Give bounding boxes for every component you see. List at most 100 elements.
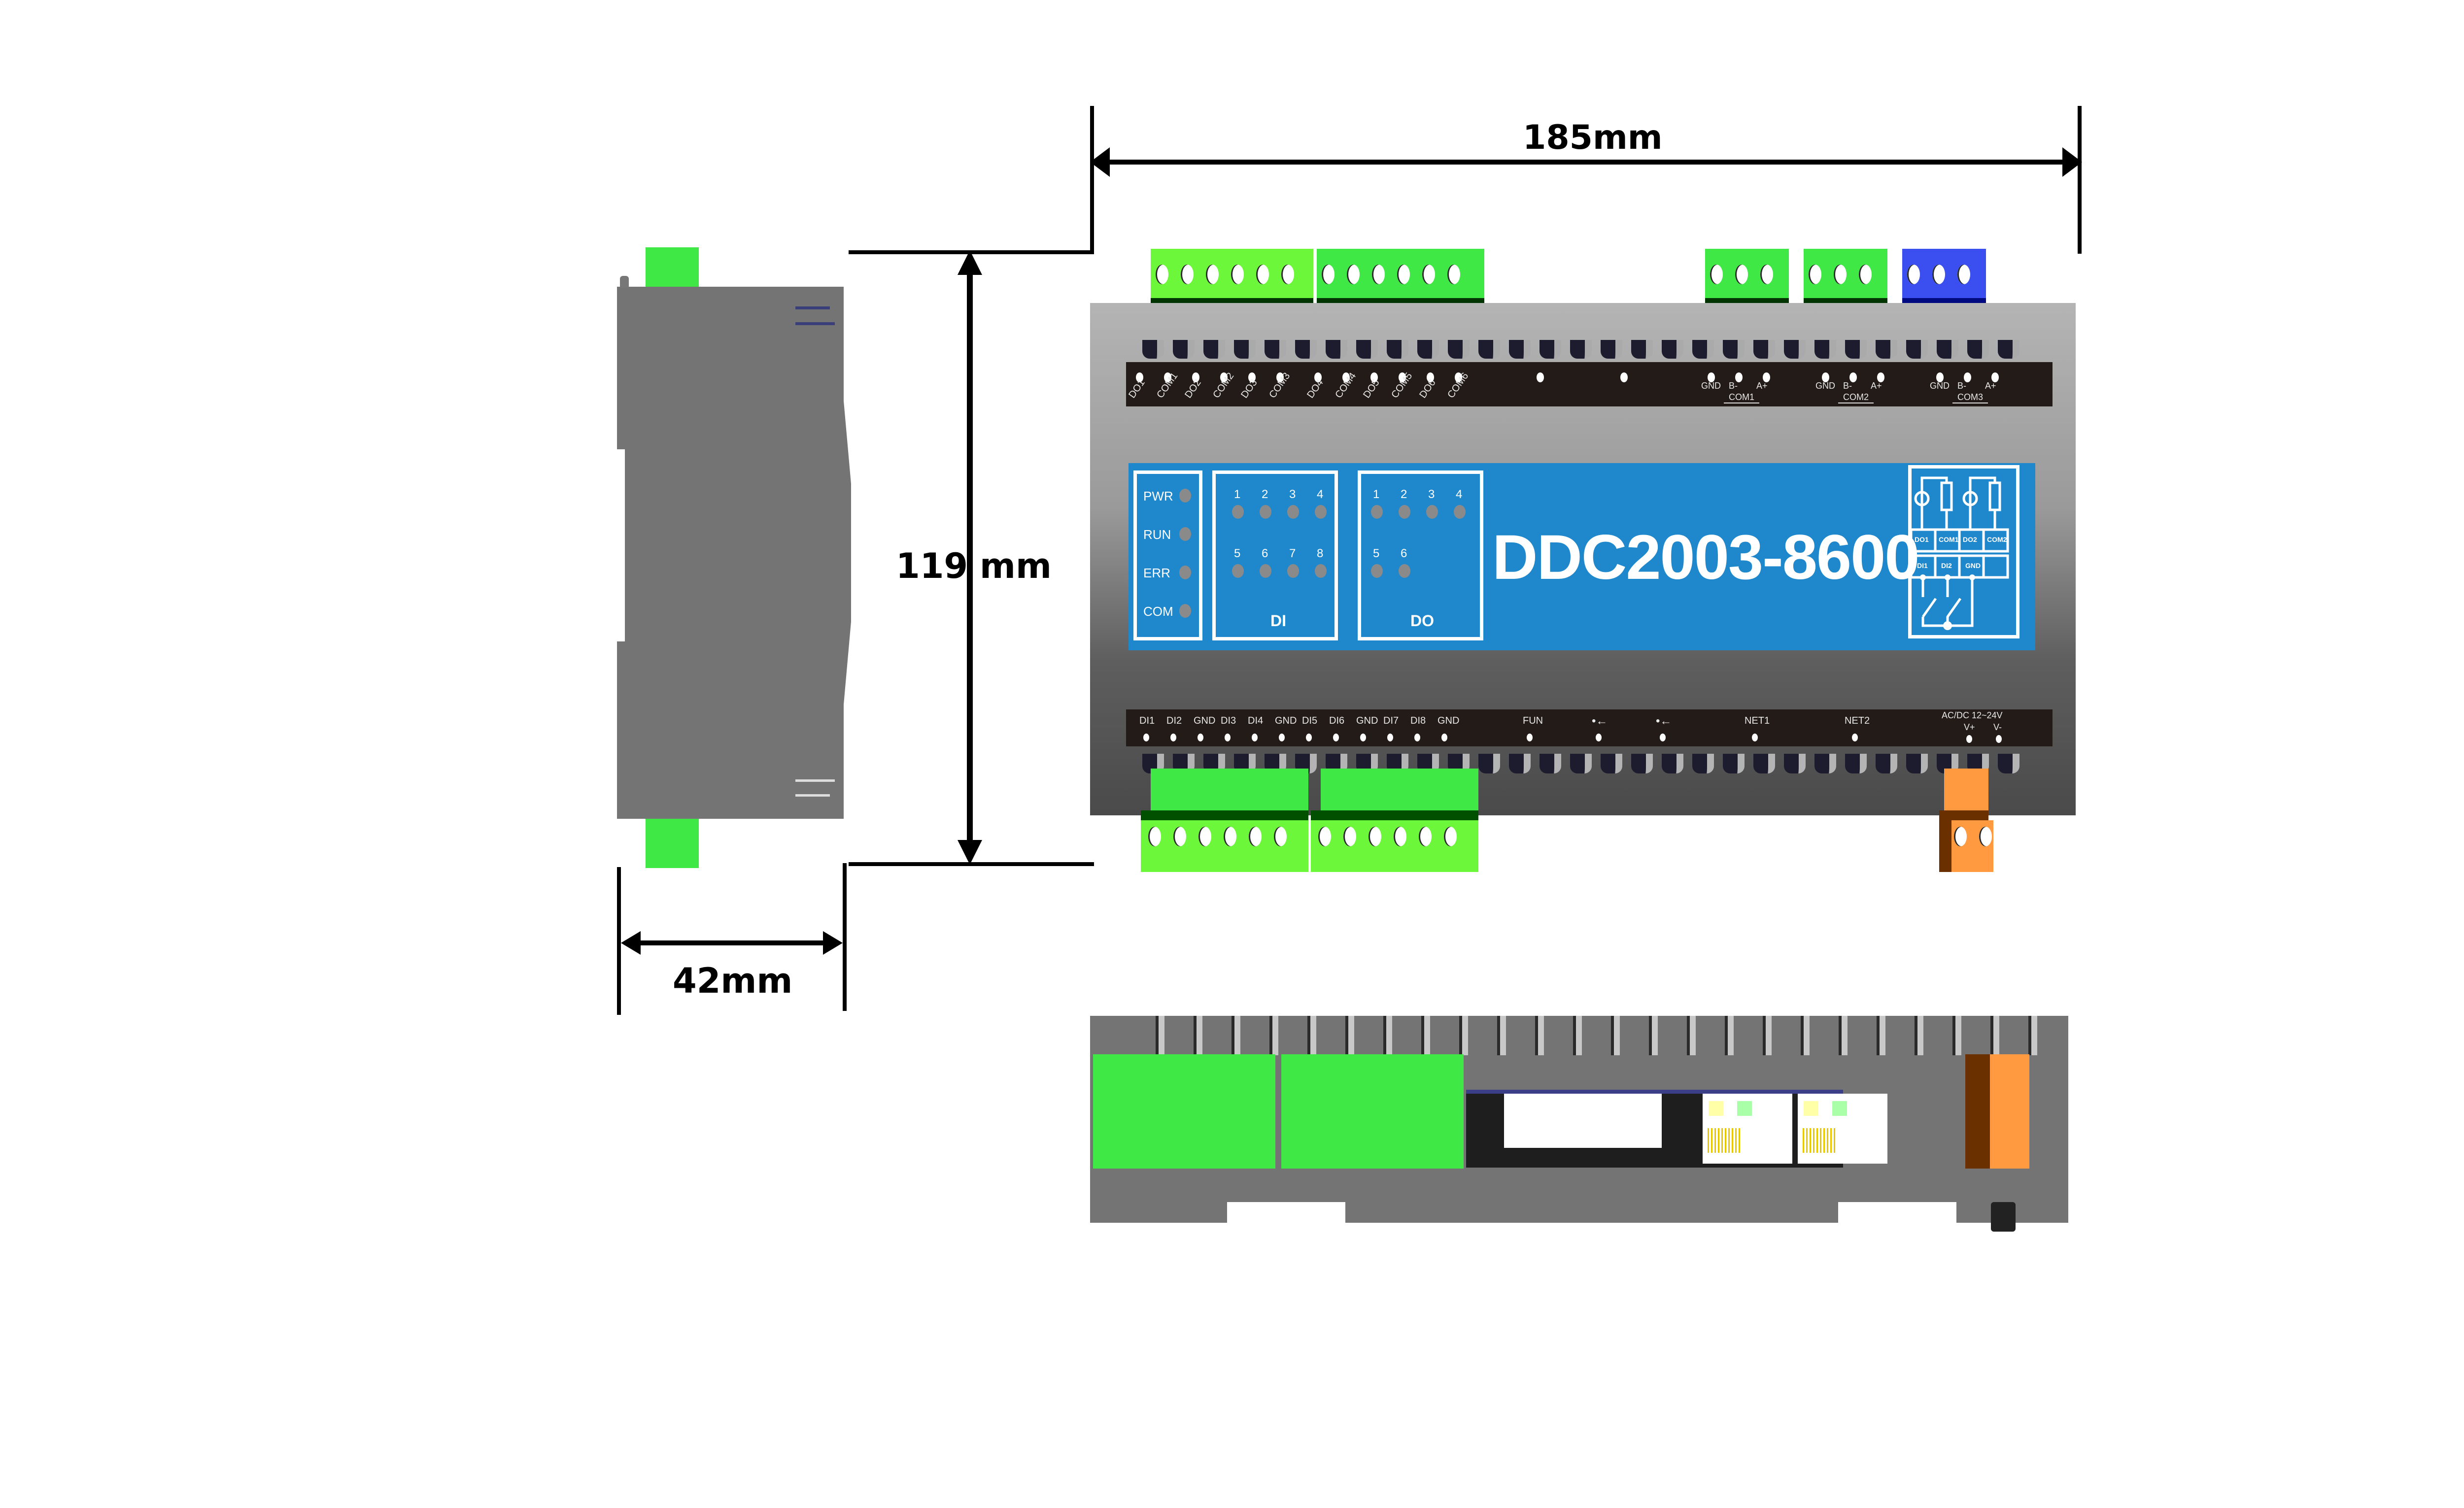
di-terminal-label: DI5 — [1302, 715, 1318, 726]
wiring-diagram-box — [1908, 465, 2019, 638]
case-fin — [1784, 754, 1806, 773]
terminal-hole — [1708, 372, 1715, 382]
extension-line-bottom — [849, 862, 1094, 866]
fun-button-hole — [1527, 734, 1533, 741]
terminal-hole — [1399, 372, 1406, 382]
status-label-run: RUN — [1143, 527, 1171, 542]
depth-arrow-line — [626, 940, 838, 945]
din-slot-left — [1227, 1202, 1345, 1227]
terminal-hole — [1877, 372, 1884, 382]
screw-hole — [1231, 265, 1244, 284]
com-pin-label: B- — [1843, 381, 1852, 391]
terminal-hole — [1276, 372, 1284, 382]
status-led-com — [1179, 604, 1191, 618]
bottom-view-fin — [1990, 1016, 1999, 1055]
power-pin-label: V- — [1993, 722, 2002, 732]
com-group-label: COM3 — [1952, 392, 1988, 403]
case-fin — [1723, 754, 1745, 773]
wiring-label: COM1 — [1939, 536, 1959, 543]
case-fin — [1570, 754, 1592, 773]
terminal-hole — [1279, 734, 1285, 741]
ac-source-icon — [1962, 491, 1978, 506]
case-fin — [1845, 340, 1867, 359]
com-pin-label: GND — [1815, 381, 1835, 391]
com-pin-label: A+ — [1756, 381, 1768, 391]
com-pin-label: A+ — [1985, 381, 1996, 391]
do-channel-number: 4 — [1456, 488, 1463, 501]
terminal-hole — [1306, 734, 1312, 741]
terminal-hole — [1333, 734, 1339, 741]
terminal-hole — [1170, 734, 1176, 741]
do-channel-led — [1454, 505, 1466, 519]
di-terminal-label: GND — [1194, 715, 1216, 726]
din-clip — [620, 276, 629, 288]
case-fin — [1265, 340, 1286, 359]
di-channel-led — [1232, 564, 1244, 578]
screw-hole — [1256, 265, 1269, 284]
case-fin — [1417, 340, 1439, 359]
status-label-err: ERR — [1143, 566, 1170, 580]
do-channel-number: 5 — [1373, 547, 1380, 560]
di-channel-led — [1287, 505, 1299, 519]
case-fin — [1845, 754, 1867, 773]
bottom-view-fin — [1307, 1016, 1316, 1055]
terminal-hole — [1822, 372, 1829, 382]
bottom-view-fin — [1497, 1016, 1506, 1055]
screw-hole — [1343, 827, 1356, 846]
screw-hole — [1809, 265, 1821, 284]
top-label-strip — [1126, 362, 2053, 406]
usb-icon: •← — [1592, 714, 1608, 728]
case-fin — [1540, 754, 1561, 773]
extension-line-depth-left — [617, 867, 621, 1015]
side-terminal-top — [646, 247, 699, 287]
case-fin — [1753, 754, 1775, 773]
di-terminal-label: GND — [1356, 715, 1378, 726]
do-channel-led — [1399, 505, 1410, 519]
extension-line-depth-right — [843, 863, 847, 1011]
di-channel-led — [1287, 564, 1299, 578]
wiring-label: DI2 — [1941, 562, 1952, 570]
height-unit: mm — [980, 546, 1052, 586]
bottom-view-fin — [1952, 1016, 1961, 1055]
status-led-run — [1179, 527, 1191, 541]
di-channel-number: 5 — [1234, 547, 1241, 560]
case-fin — [1601, 754, 1622, 773]
screw-hole — [1422, 265, 1435, 284]
bottom-view-fin — [1383, 1016, 1392, 1055]
wiring-diagram — [1911, 476, 2009, 630]
case-fin — [1967, 340, 1989, 359]
screw-hole — [1156, 265, 1168, 284]
width-label: 185mm — [1523, 118, 1663, 157]
case-fin — [1601, 340, 1622, 359]
screw-hole — [1347, 265, 1360, 284]
case-fin — [1540, 340, 1561, 359]
power-pin-hole — [1996, 735, 2002, 743]
do-channel-led — [1371, 564, 1383, 578]
com-group-label: COM1 — [1724, 392, 1760, 403]
screw-hole — [1932, 265, 1945, 284]
terminal-hole — [1370, 372, 1378, 382]
screw-hole — [1181, 265, 1194, 284]
arrow-up-icon — [958, 250, 982, 275]
case-fin — [1692, 754, 1714, 773]
di-terminal-label: DI8 — [1410, 715, 1426, 726]
do-channel-led — [1399, 564, 1410, 578]
terminal-hole — [1342, 372, 1350, 382]
bottom-view-terminal-1 — [1093, 1054, 1275, 1169]
di-channel-number: 2 — [1262, 488, 1268, 501]
screw-hole — [1397, 265, 1410, 284]
bottom-view-fin — [1915, 1016, 1923, 1055]
rj45-port-net2 — [1798, 1094, 1887, 1164]
bottom-view-fin — [1763, 1016, 1772, 1055]
case-fin — [1753, 340, 1775, 359]
screw-hole — [1760, 265, 1773, 284]
case-fin — [1509, 754, 1531, 773]
bottom-view-fin — [1839, 1016, 1848, 1055]
screw-hole — [1369, 827, 1381, 846]
terminal-hole — [1735, 372, 1743, 382]
screw-hole — [1834, 265, 1847, 284]
di-channel-led — [1260, 564, 1271, 578]
net2-hole — [1852, 734, 1858, 741]
width-arrow-line — [1099, 160, 2072, 165]
rj45-port-net1 — [1703, 1094, 1792, 1164]
